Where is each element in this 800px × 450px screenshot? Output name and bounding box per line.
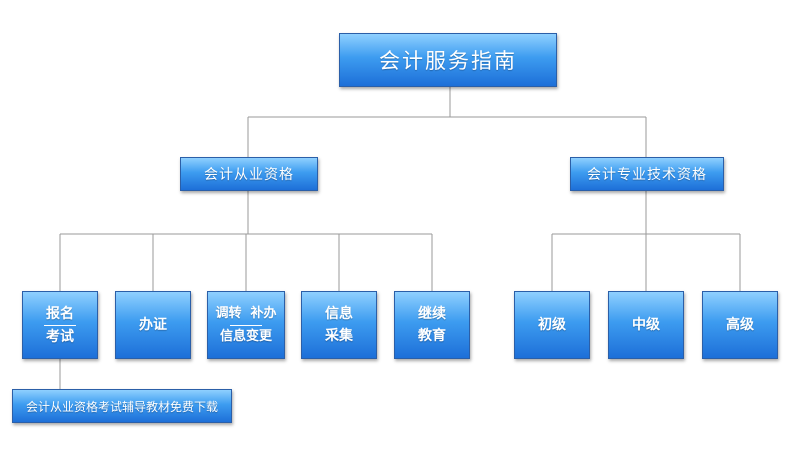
leaf-continuing-education[interactable]: 继续 教育 (394, 291, 470, 359)
branch-label: 会计从业资格 (204, 167, 294, 183)
root-node-label: 会计服务指南 (379, 49, 517, 73)
leaf-junior[interactable]: 初级 (514, 291, 590, 359)
leaf-certificate[interactable]: 办证 (115, 291, 191, 359)
root-node[interactable]: 会计服务指南 (339, 33, 557, 87)
branch-technical-qualification[interactable]: 会计专业技术资格 (570, 157, 724, 191)
leaf-line: 调转 补办 (215, 305, 277, 321)
leaf-line: 继续 (418, 306, 446, 322)
download-link-button[interactable]: 会计从业资格考试辅导教材免费下载 (12, 389, 232, 423)
leaf-line: 高级 (726, 317, 754, 333)
leaf-transfer-info-change[interactable]: 调转 补办 信息变更 (207, 291, 285, 359)
leaf-senior[interactable]: 高级 (702, 291, 778, 359)
leaf-line: 信息变更 (219, 328, 272, 344)
leaf-registration-exam[interactable]: 报名 考试 (22, 291, 98, 359)
branch-accounting-qualification[interactable]: 会计从业资格 (180, 157, 318, 191)
leaf-separator (44, 324, 76, 326)
leaf-line: 采集 (325, 328, 353, 344)
leaf-line: 考试 (46, 328, 74, 345)
leaf-line: 初级 (538, 317, 566, 333)
branch-label: 会计专业技术资格 (587, 167, 707, 183)
leaf-line: 信息 (325, 306, 353, 322)
leaf-line: 报名 (46, 305, 74, 322)
download-link-label: 会计从业资格考试辅导教材免费下载 (25, 399, 218, 414)
leaf-separator (230, 324, 262, 326)
leaf-line: 中级 (632, 317, 660, 333)
leaf-line: 办证 (139, 317, 167, 333)
leaf-line: 教育 (418, 328, 446, 344)
leaf-info-collection[interactable]: 信息 采集 (301, 291, 377, 359)
leaf-intermediate[interactable]: 中级 (608, 291, 684, 359)
